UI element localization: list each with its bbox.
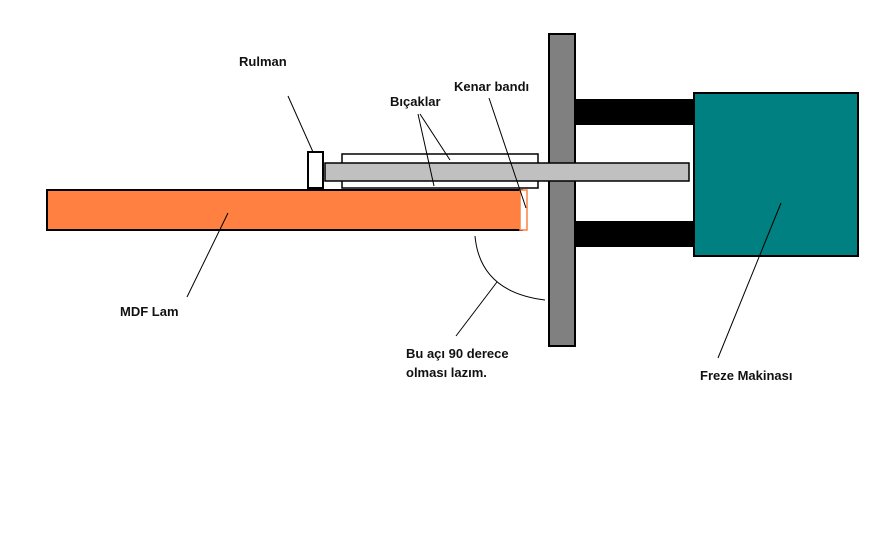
router-machine-body xyxy=(693,92,859,257)
router-shaft xyxy=(324,162,690,182)
angle-note-line1: Bu açı 90 derece xyxy=(406,346,509,361)
bicaklar-leader-1 xyxy=(417,113,435,187)
kenar-bandi-leader xyxy=(488,97,527,209)
bearing xyxy=(307,151,324,189)
angle-leader xyxy=(455,281,498,337)
rulman-label: Rulman xyxy=(239,54,287,69)
edge-band xyxy=(519,189,528,231)
upper-arm xyxy=(574,99,696,125)
angle-note-line2: olması lazım. xyxy=(406,365,487,380)
bicaklar-leader-2 xyxy=(419,113,451,161)
mdf-lam-leader xyxy=(186,212,229,298)
mdf-board xyxy=(46,189,523,231)
lower-arm xyxy=(574,221,696,247)
kenar-bandi-label: Kenar bandı xyxy=(454,79,529,94)
bicaklar-label: Bıçaklar xyxy=(390,94,441,109)
angle-arc xyxy=(474,235,546,301)
freze-leader xyxy=(717,202,782,359)
freze-makinasi-label: Freze Makinası xyxy=(700,368,793,383)
rulman-leader xyxy=(287,95,314,153)
mdf-lam-label: MDF Lam xyxy=(120,304,179,319)
router-base-plate xyxy=(548,33,576,347)
